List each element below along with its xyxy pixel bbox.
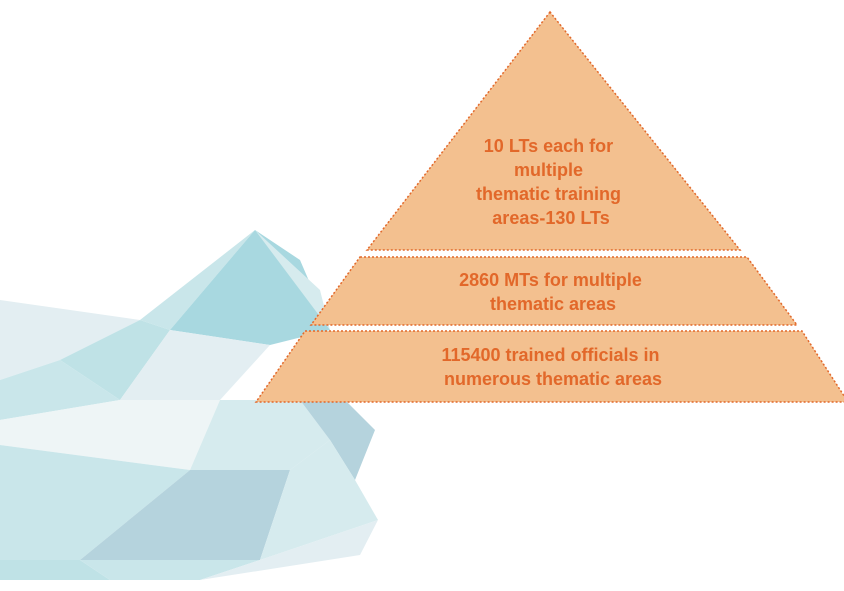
middle-tier-line: thematic areas xyxy=(490,294,616,314)
bottom-tier-line: 115400 trained officials in xyxy=(441,345,659,365)
low-poly-background xyxy=(0,230,378,580)
middle-tier-line: 2860 MTs for multiple xyxy=(459,270,642,290)
top-tier-line: areas-130 LTs xyxy=(492,208,609,228)
pyramid-middle-tier xyxy=(309,256,799,326)
pyramid-top-tier xyxy=(365,10,742,251)
top-tier-line: 10 LTs each for xyxy=(484,136,613,156)
pyramid xyxy=(254,10,844,403)
bottom-tier-line: numerous thematic areas xyxy=(444,369,662,389)
middle-tier-label: 2860 MTs for multiple thematic areas xyxy=(459,270,647,314)
top-tier-line: thematic training xyxy=(476,184,621,204)
top-tier-label: 10 LTs each for multiple thematic traini… xyxy=(476,136,626,228)
top-tier-line: multiple xyxy=(514,160,583,180)
bottom-tier-label: 115400 trained officials in numerous the… xyxy=(441,345,664,389)
pyramid-bottom-tier xyxy=(254,330,844,403)
